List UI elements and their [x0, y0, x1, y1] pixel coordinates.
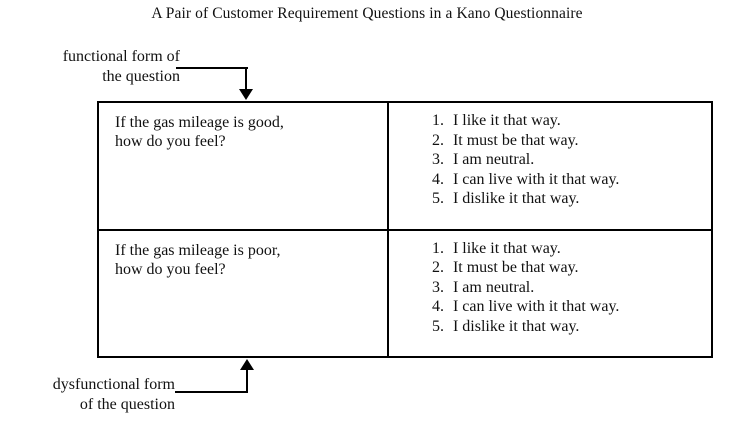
answer-number: 3. — [431, 278, 444, 296]
list-item[interactable]: 4. I can live with it that way. — [389, 170, 711, 190]
dysfunctional-form-label: dysfunctional form of the question — [3, 375, 175, 415]
list-item[interactable]: 4. I can live with it that way. — [389, 297, 711, 317]
answer-number: 5. — [431, 317, 444, 335]
question-text: If the gas mileage is poor, how do you f… — [99, 231, 387, 279]
answer-text: I can live with it that way. — [452, 298, 620, 316]
list-item[interactable]: 5. I dislike it that way. — [389, 317, 711, 337]
functional-form-label-line1: functional form of — [62, 48, 180, 65]
table-row: If the gas mileage is poor, how do you f… — [98, 228, 712, 357]
functional-form-label: functional form of the question — [5, 47, 180, 87]
answer-number: 2. — [431, 131, 444, 149]
answer-text: I am neutral. — [452, 151, 535, 169]
dysfunctional-leader-vertical — [246, 370, 248, 392]
arrow-down-icon — [239, 89, 253, 100]
list-item[interactable]: 2. It must be that way. — [389, 258, 711, 278]
question-line2: how do you feel? — [115, 260, 226, 278]
answers-cell-dysfunctional: 1. I like it that way. 2. It must be that … — [387, 228, 712, 357]
arrow-up-icon — [240, 359, 254, 370]
questionnaire-table: If the gas mileage is good, how do you f… — [97, 101, 713, 358]
functional-leader-vertical — [245, 67, 247, 93]
list-item[interactable]: 1. I like it that way. — [389, 239, 711, 259]
answer-number: 4. — [431, 170, 444, 188]
dysfunctional-leader-horizontal — [175, 391, 248, 393]
answer-text: It must be that way. — [452, 131, 579, 149]
question-line1: If the gas mileage is poor, — [115, 241, 281, 259]
answer-number: 1. — [431, 239, 444, 257]
answer-text: I dislike it that way. — [452, 190, 580, 208]
answer-list: 1. I like it that way. 2. It must be that … — [389, 103, 711, 209]
answers-cell-functional: 1. I like it that way. 2. It must be that … — [388, 102, 712, 230]
answer-number: 5. — [431, 190, 444, 208]
answer-number: 3. — [431, 151, 444, 169]
list-item[interactable]: 3. I am neutral. — [389, 150, 711, 170]
question-cell-dysfunctional: If the gas mileage is poor, how do you f… — [98, 228, 389, 357]
answer-number: 2. — [431, 259, 444, 277]
question-text: If the gas mileage is good, how do you f… — [99, 103, 387, 151]
list-item[interactable]: 5. I dislike it that way. — [389, 189, 711, 209]
question-cell-functional: If the gas mileage is good, how do you f… — [98, 102, 389, 230]
question-line2: how do you feel? — [115, 133, 226, 150]
functional-leader-horizontal — [176, 67, 248, 69]
answer-text: I am neutral. — [452, 278, 535, 296]
answer-text: I dislike it that way. — [452, 317, 580, 335]
answer-text: It must be that way. — [452, 259, 579, 277]
answer-text: I like it that way. — [452, 112, 561, 129]
question-line1: If the gas mileage is good, — [115, 114, 284, 131]
list-item[interactable]: 1. I like it that way. — [389, 111, 711, 131]
answer-list: 1. I like it that way. 2. It must be that … — [389, 231, 711, 337]
functional-form-label-line2: the question — [102, 68, 180, 85]
figure-title: A Pair of Customer Requirement Questions… — [151, 5, 583, 22]
answer-number: 1. — [431, 112, 444, 129]
table-row: If the gas mileage is good, how do you f… — [98, 102, 712, 230]
list-item[interactable]: 3. I am neutral. — [389, 278, 711, 298]
answer-text: I like it that way. — [452, 239, 561, 257]
list-item[interactable]: 2. It must be that way. — [389, 131, 711, 151]
answer-number: 4. — [431, 298, 444, 316]
dysfunctional-form-label-line1: dysfunctional form — [52, 376, 175, 393]
answer-text: I can live with it that way. — [452, 170, 620, 188]
dysfunctional-form-label-line2: of the question — [79, 396, 175, 413]
